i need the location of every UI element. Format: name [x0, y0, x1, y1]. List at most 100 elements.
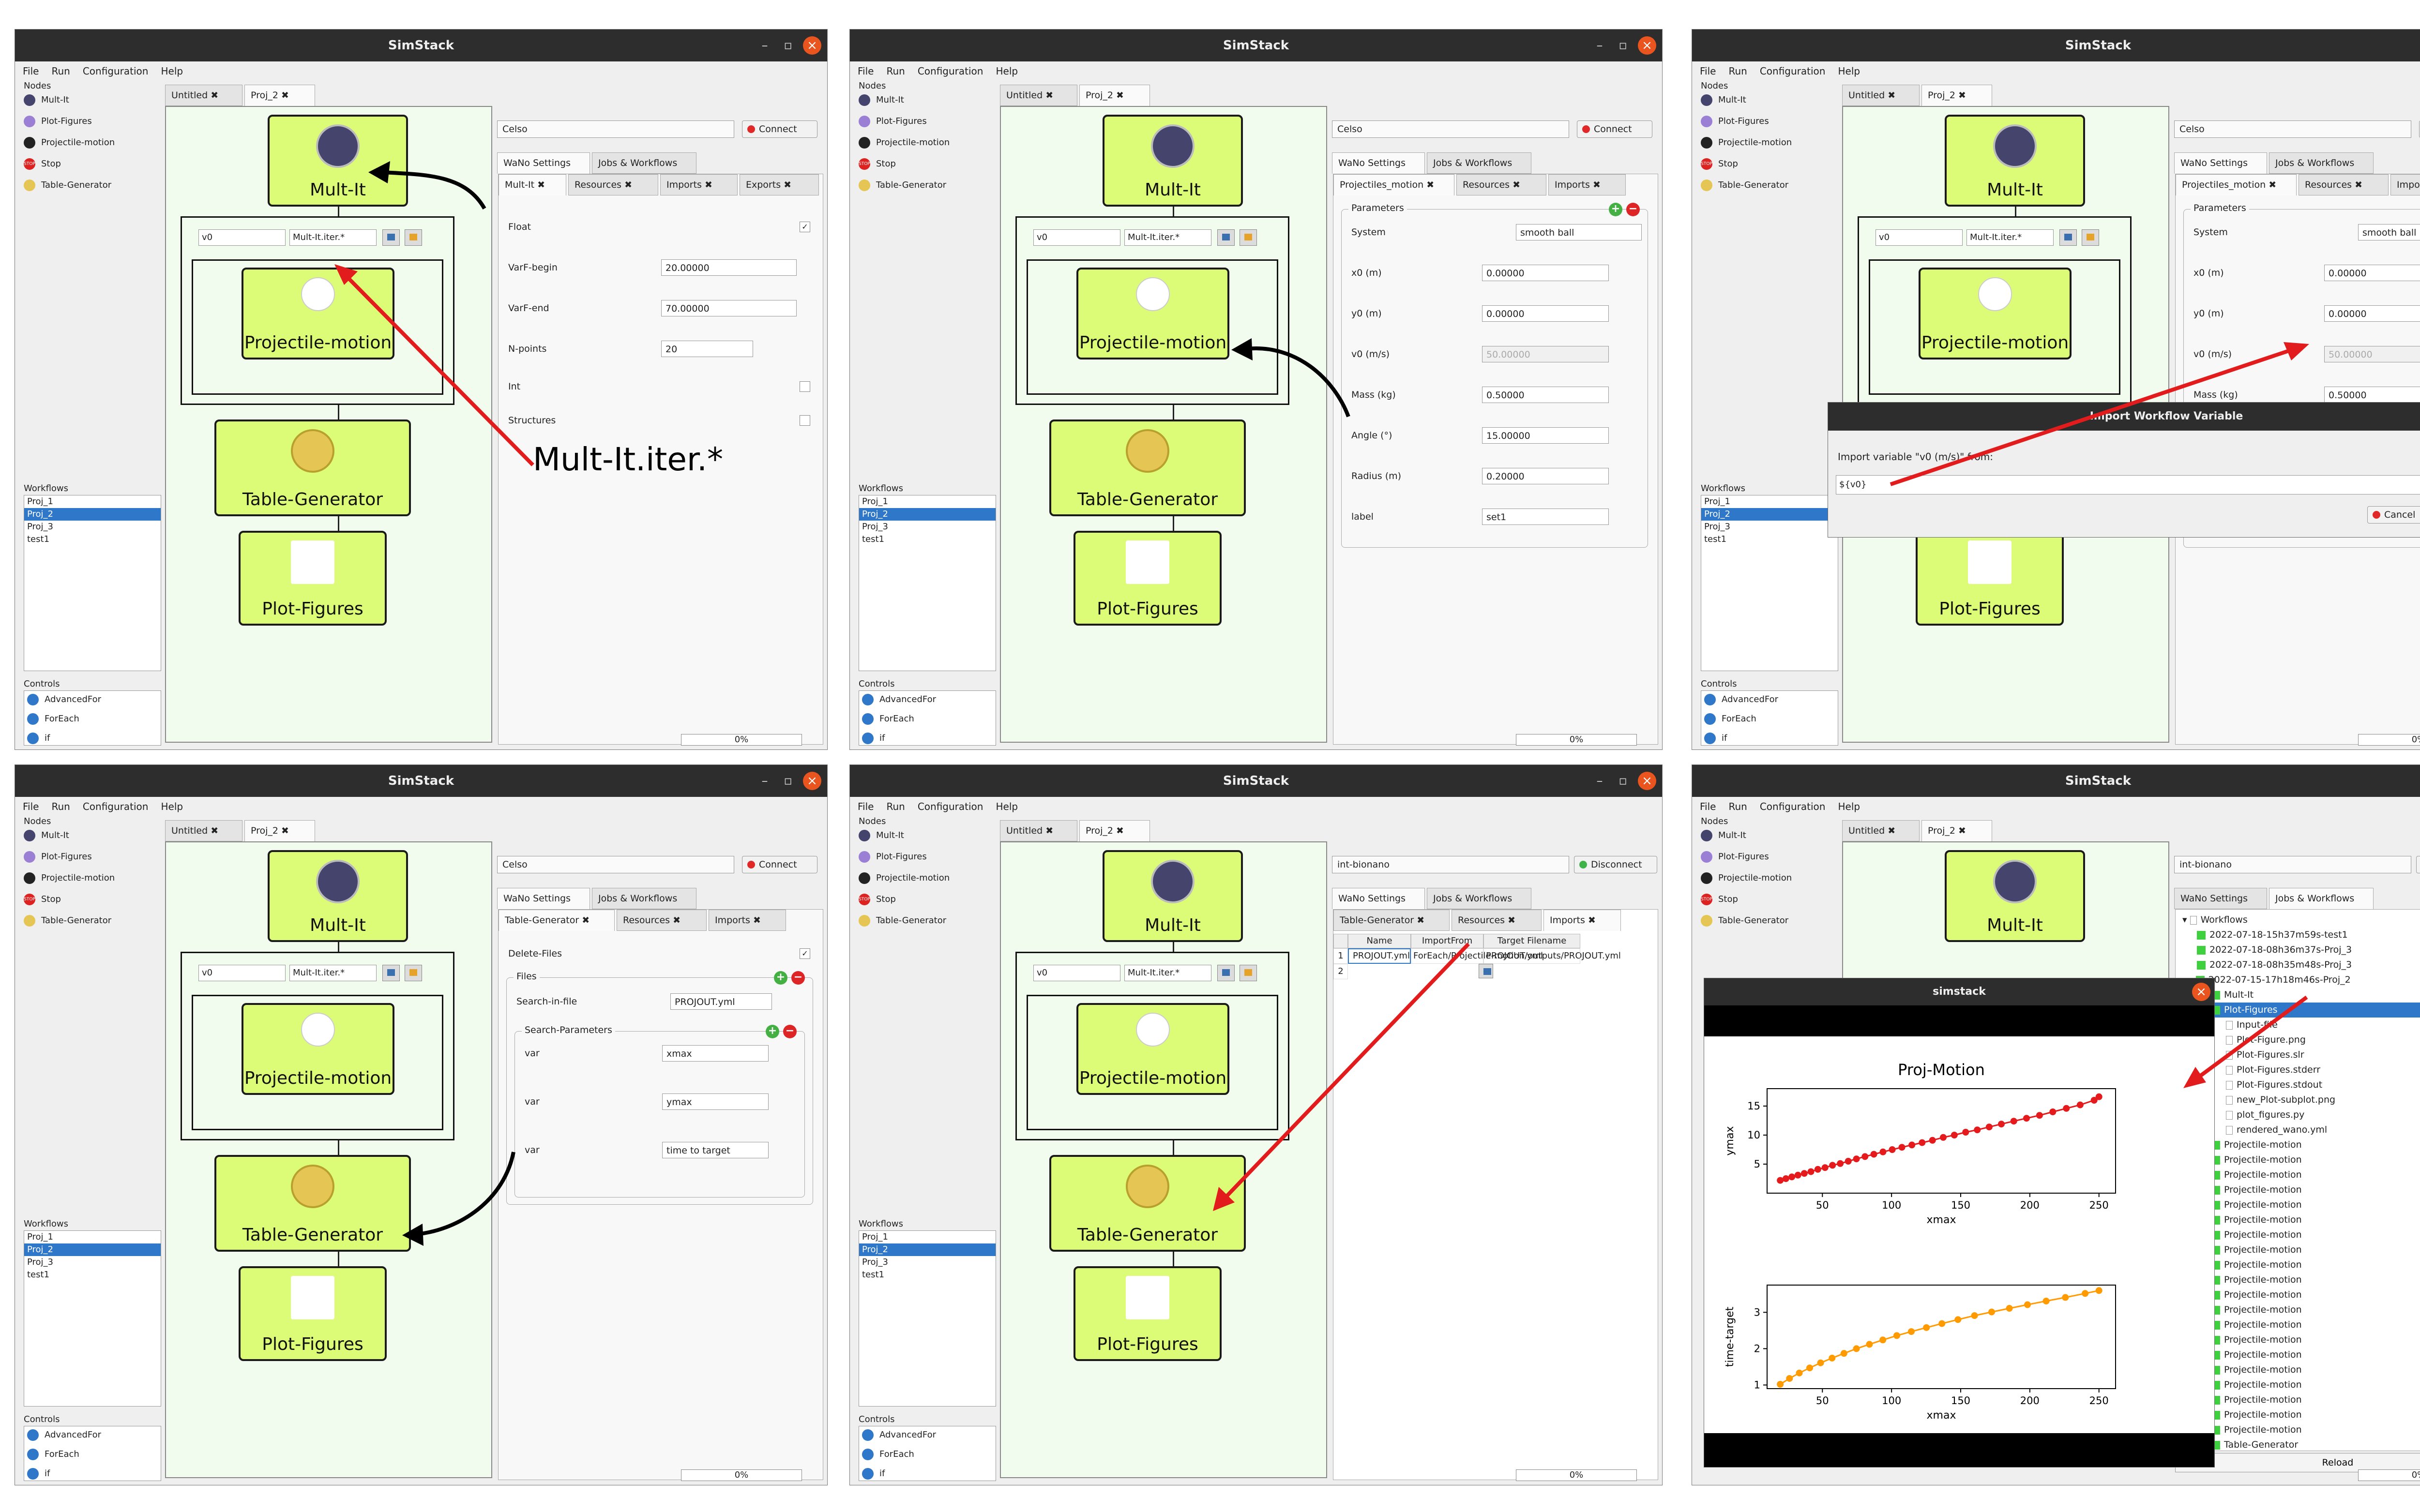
- tree-item[interactable]: 2022-07-18-08h36m37s-Proj_3: [2182, 943, 2420, 958]
- structures-checkbox[interactable]: [800, 415, 810, 426]
- tab-untitled[interactable]: Untitled ✖: [1842, 85, 1920, 106]
- close-icon[interactable]: ×: [803, 772, 821, 790]
- list-icon[interactable]: [1217, 229, 1235, 246]
- menu-file[interactable]: File: [1700, 65, 1716, 77]
- iterator-var-field[interactable]: v0: [1033, 229, 1120, 246]
- tree-file[interactable]: plot_figures.py: [2182, 1108, 2420, 1123]
- node-list-item[interactable]: Plot-Figures: [859, 850, 996, 864]
- node-projectile-motion[interactable]: Projectile-motion: [242, 1003, 394, 1095]
- tab-wano-settings[interactable]: WaNo Settings: [497, 888, 590, 909]
- close-icon[interactable]: ×: [803, 36, 821, 55]
- menu-file[interactable]: File: [23, 65, 39, 77]
- tab-proj2[interactable]: Proj_2 ✖: [1921, 85, 1992, 106]
- node-list-item[interactable]: Projectile-motion: [859, 136, 996, 150]
- control-item[interactable]: if: [27, 1467, 161, 1481]
- workflow-item[interactable]: test1: [27, 1270, 50, 1280]
- node-list-item[interactable]: Table-Generator: [1701, 179, 1838, 192]
- control-item[interactable]: if: [862, 732, 996, 745]
- workflow-item[interactable]: Proj_3: [1704, 522, 1731, 532]
- node-list-item[interactable]: Plot-Figures: [859, 115, 996, 128]
- control-item[interactable]: ForEach: [27, 712, 161, 726]
- iterator-var-field[interactable]: v0: [198, 965, 286, 981]
- workflow-item-selected[interactable]: Proj_2: [859, 1243, 996, 1256]
- menu-run[interactable]: Run: [51, 65, 70, 77]
- menu-file[interactable]: File: [858, 65, 874, 77]
- col-header-importfrom[interactable]: ImportFrom: [1411, 934, 1483, 948]
- x0-field[interactable]: 0.00000: [2324, 265, 2420, 281]
- menu-run[interactable]: Run: [886, 65, 905, 77]
- tab-proj2[interactable]: Proj_2 ✖: [1921, 820, 1992, 841]
- workflow-item[interactable]: Proj_3: [27, 1257, 54, 1267]
- node-projectile-motion[interactable]: Projectile-motion: [1919, 268, 2072, 359]
- minimize-icon[interactable]: –: [761, 774, 768, 788]
- tab-resources[interactable]: Resources ✖: [2299, 174, 2389, 195]
- node-list-item[interactable]: Plot-Figures: [1701, 115, 1838, 128]
- workflow-item[interactable]: Proj_1: [1704, 496, 1731, 507]
- node-plot-figures[interactable]: Plot-Figures: [239, 1266, 387, 1361]
- system-select[interactable]: smooth ball: [2358, 224, 2420, 240]
- control-item[interactable]: if: [862, 1467, 996, 1481]
- workflow-item[interactable]: Proj_3: [27, 522, 54, 532]
- float-checkbox[interactable]: ✓: [800, 222, 810, 232]
- server-select[interactable]: Celso: [497, 120, 734, 138]
- v0-field[interactable]: 50.00000: [1482, 346, 1609, 362]
- node-list-item[interactable]: Plot-Figures: [1701, 850, 1838, 864]
- tab-jobs-workflows[interactable]: Jobs & Workflows: [1427, 152, 1531, 174]
- node-list-item[interactable]: Mult-It: [1701, 829, 1838, 842]
- folder-icon[interactable]: [405, 229, 422, 246]
- disconnect-button[interactable]: Disconnect: [2416, 856, 2420, 873]
- node-plot-figures[interactable]: Plot-Figures: [1916, 531, 2064, 626]
- node-plot-figures[interactable]: Plot-Figures: [239, 531, 387, 626]
- control-item[interactable]: AdvancedFor: [862, 1428, 996, 1442]
- add-param-icon[interactable]: +: [766, 1025, 779, 1038]
- list-icon[interactable]: [382, 229, 400, 246]
- npoints-field[interactable]: 20: [661, 341, 753, 357]
- system-select[interactable]: smooth ball: [1516, 224, 1642, 240]
- tab-mult-it[interactable]: Mult-It ✖: [499, 174, 566, 195]
- menu-configuration[interactable]: Configuration: [1759, 801, 1826, 812]
- tree-file[interactable]: Plot-Figures.stdout: [2182, 1078, 2420, 1093]
- node-mult-it[interactable]: Mult-It: [268, 115, 408, 207]
- tab-untitled[interactable]: Untitled ✖: [165, 820, 242, 841]
- close-icon[interactable]: ×: [1638, 772, 1656, 790]
- node-list-item[interactable]: Table-Generator: [24, 914, 161, 928]
- workflow-item[interactable]: Proj_3: [862, 522, 889, 532]
- add-file-icon[interactable]: +: [774, 971, 787, 985]
- folder-icon[interactable]: [405, 965, 422, 981]
- varf-end-field[interactable]: 70.00000: [661, 300, 797, 316]
- iterator-var-field[interactable]: v0: [1033, 965, 1120, 981]
- node-table-generator[interactable]: Table-Generator: [214, 419, 411, 516]
- minimize-icon[interactable]: –: [761, 38, 768, 53]
- node-list-item[interactable]: Plot-Figures: [24, 850, 161, 864]
- node-projectile-motion[interactable]: Projectile-motion: [1076, 268, 1229, 359]
- node-list-item[interactable]: Table-Generator: [859, 914, 996, 928]
- workflow-item[interactable]: test1: [1704, 534, 1727, 544]
- tab-wano-settings[interactable]: WaNo Settings: [497, 152, 590, 174]
- tab-resources[interactable]: Resources ✖: [568, 174, 658, 195]
- server-select[interactable]: Celso: [1332, 120, 1569, 138]
- minimize-icon[interactable]: –: [1596, 38, 1603, 53]
- import-variable-input[interactable]: ${v0}: [1836, 475, 2420, 494]
- import-target-cell[interactable]: PROJOUT.yml: [1483, 948, 1580, 964]
- tab-table-generator[interactable]: Table-Generator ✖: [499, 910, 615, 931]
- iterator-value-field[interactable]: Mult-It.iter.*: [1124, 965, 1211, 981]
- workflow-item[interactable]: Proj_1: [27, 496, 54, 507]
- node-projectile-motion[interactable]: Projectile-motion: [1076, 1003, 1229, 1095]
- folder-icon[interactable]: [1240, 229, 1257, 246]
- workflow-canvas[interactable]: Mult-It v0 Mult-It.iter.* Projectile-mot…: [1000, 841, 1327, 1478]
- tab-jobs-workflows[interactable]: Jobs & Workflows: [592, 888, 696, 909]
- remove-param-icon[interactable]: −: [783, 1025, 797, 1038]
- node-mult-it[interactable]: Mult-It: [1103, 115, 1243, 207]
- iterator-value-field[interactable]: Mult-It.iter.*: [289, 965, 377, 981]
- tab-jobs-workflows[interactable]: Jobs & Workflows: [1427, 888, 1531, 909]
- tree-file[interactable]: new_Plot-subplot.png: [2182, 1093, 2420, 1108]
- node-list-item[interactable]: Table-Generator: [24, 179, 161, 192]
- import-name-cell[interactable]: PROJOUT.yml: [1348, 948, 1411, 964]
- control-item[interactable]: ForEach: [862, 1448, 996, 1461]
- folder-icon[interactable]: [2082, 229, 2099, 246]
- browse-import-icon[interactable]: [1479, 964, 1493, 978]
- list-icon[interactable]: [1217, 965, 1235, 981]
